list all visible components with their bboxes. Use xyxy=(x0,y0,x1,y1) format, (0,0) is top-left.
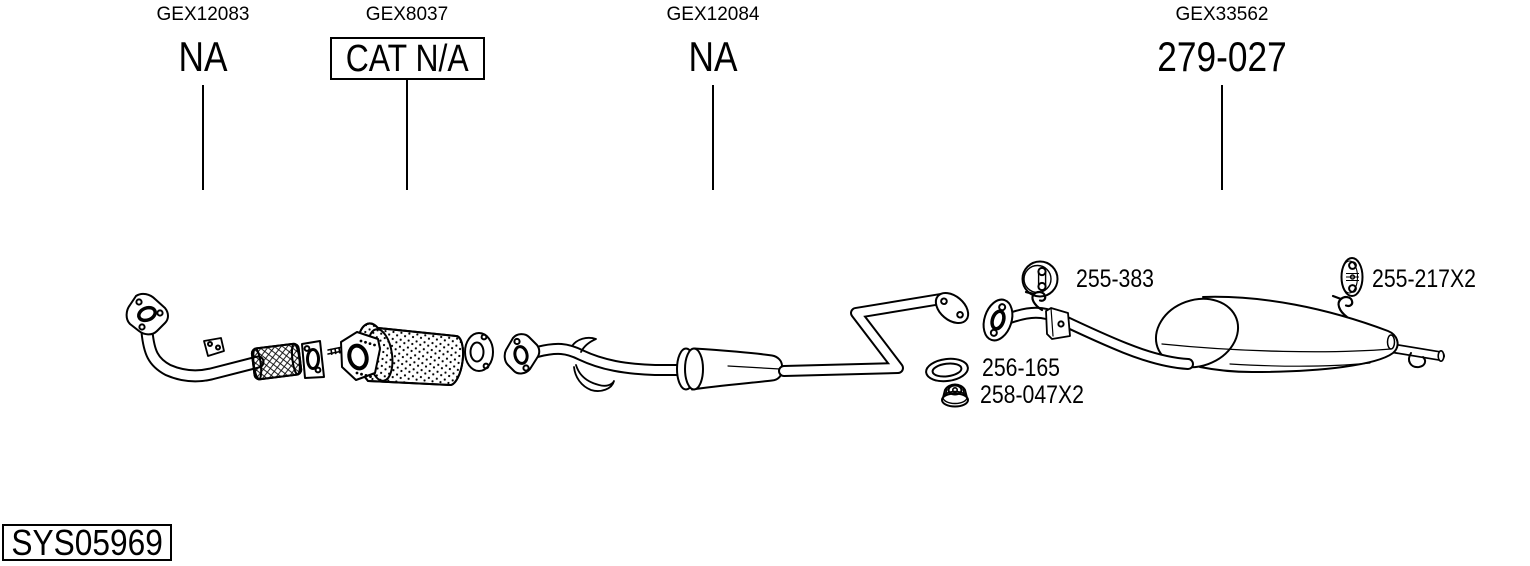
part-value-3: NA xyxy=(688,33,738,80)
callout-leader-lines xyxy=(202,79,1223,190)
part-value-1: NA xyxy=(178,33,228,80)
catalytic-converter-drawing xyxy=(340,322,494,387)
system-code-box: SYS05969 xyxy=(2,524,172,561)
rubber-hanger-oval-icon xyxy=(1340,257,1364,297)
part-ref-1: GEX12083 xyxy=(156,4,250,25)
rear-inlet-flange xyxy=(982,298,1014,342)
rubber-hanger-ring-icon xyxy=(1021,260,1059,298)
gasket-ring-icon xyxy=(925,357,969,383)
pipe-end-flange xyxy=(934,291,970,325)
rear-silencer-drawing xyxy=(982,290,1445,373)
system-code: SYS05969 xyxy=(11,521,163,563)
part-ref-3: GEX12084 xyxy=(666,4,760,25)
center-silencer-drawing xyxy=(503,291,970,392)
part-ref-2: GEX8037 xyxy=(365,4,449,25)
flange-stud-dots xyxy=(355,339,376,378)
part-value-4: 279-027 xyxy=(1157,33,1287,80)
part-value-2: CAT N/A xyxy=(346,37,469,80)
fitting-label-hanger-2: 255-217X2 xyxy=(1372,265,1476,293)
fitting-label-gasket: 256-165 xyxy=(982,354,1060,382)
part-ref-4: GEX33562 xyxy=(1175,4,1269,25)
fitting-label-nut: 258-047X2 xyxy=(980,381,1084,409)
cat-na-box: CAT N/A xyxy=(330,37,485,80)
fitting-label-hanger-1: 255-383 xyxy=(1076,265,1154,293)
front-pipe-drawing xyxy=(125,292,351,383)
flex-braid-section xyxy=(250,342,303,381)
flange-nut-icon xyxy=(941,383,969,408)
